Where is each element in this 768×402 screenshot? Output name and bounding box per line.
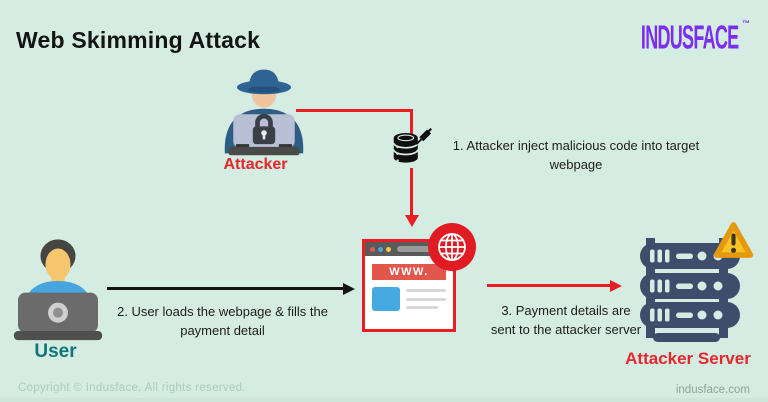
globe-icon: [428, 223, 476, 271]
step2-text: 2. User loads the webpage & fills the pa…: [116, 304, 328, 338]
brand-logo-text: INDUSFACE: [640, 19, 738, 57]
step3-arrow-line: [487, 284, 611, 287]
text-line: [406, 297, 446, 301]
browser-dot-yellow-icon: [386, 246, 391, 252]
trademark-symbol: ™: [742, 19, 750, 28]
attacker-server-label: Attacker Server: [625, 349, 751, 368]
bottom-strip: [0, 398, 768, 402]
step3-text: 3. Payment details are sent to the attac…: [490, 303, 642, 337]
step2-arrowhead-icon: [343, 282, 355, 295]
attacker-label: Attacker: [223, 156, 288, 173]
step1-arrow-horizontal: [296, 109, 413, 112]
page-title: Web Skimming Attack: [16, 27, 261, 53]
step1-arrowhead-icon: [404, 215, 419, 227]
step3-arrowhead-icon: [610, 279, 622, 292]
copyright-text: Copyright © Indusface, All rights reserv…: [18, 382, 246, 394]
step1-arrow-vertical-upper: [410, 109, 413, 136]
warning-icon: [713, 222, 754, 258]
browser-dot-blue-icon: [378, 246, 383, 252]
server-icon: [640, 238, 740, 342]
step2-arrow-line: [107, 287, 344, 290]
browser-text-lines: [406, 287, 446, 311]
browser-content: [371, 287, 447, 311]
browser-addressbar: [397, 246, 448, 252]
browser-dot-red-icon: [370, 246, 375, 252]
user-icon: [13, 239, 103, 341]
brand-logo: INDUSFACE ™: [603, 19, 750, 56]
browser-url-banner: WWW.: [372, 264, 446, 280]
step1-text: 1. Attacker inject malicious code into t…: [452, 138, 700, 172]
browser-body: WWW.: [365, 256, 453, 311]
text-line: [406, 289, 446, 292]
website-link: indusface.com: [675, 384, 750, 396]
browser-image-placeholder: [372, 287, 400, 311]
text-line: [406, 306, 438, 309]
code-injection-icon: [392, 128, 432, 163]
attacker-icon: [224, 69, 304, 156]
step1-arrow-vertical-lower: [410, 168, 413, 216]
user-label: User: [34, 341, 77, 362]
